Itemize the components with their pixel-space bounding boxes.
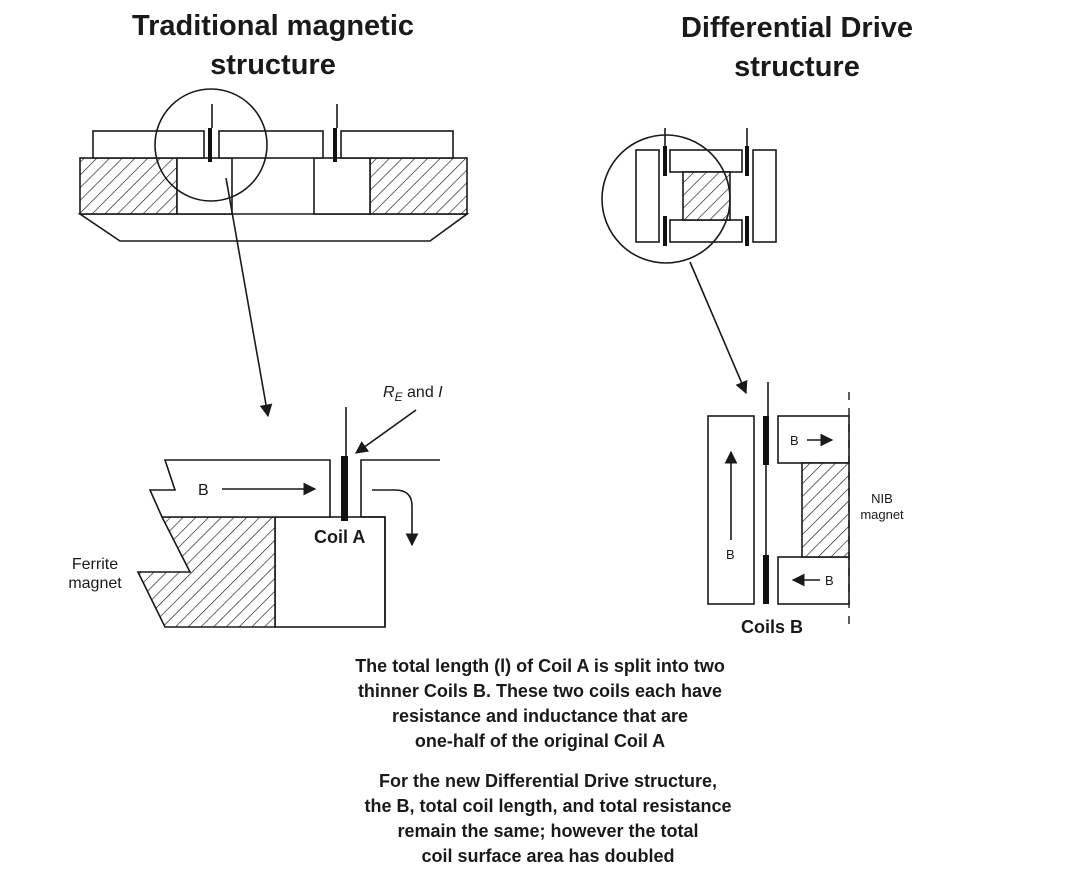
caption-2-line-2: the B, total coil length, and total resi…: [364, 796, 731, 816]
b-label-top: B: [790, 433, 799, 448]
outer-left-plate: [635, 149, 660, 243]
caption-1-line-3: resistance and inductance that are: [392, 706, 688, 726]
coil-b-bottom: [763, 555, 769, 604]
caption-1-line-2: thinner Coils B. These two coils each ha…: [358, 681, 722, 701]
caption-2-line-3: remain the same; however the total: [397, 821, 698, 841]
left-title-line-1: Traditional magnetic: [132, 10, 414, 42]
caption-1: The total length (l) of Coil A is split …: [355, 656, 725, 751]
nib-magnet: [801, 462, 850, 558]
differential-structure-overview: [601, 128, 777, 395]
coil-small-tr: [745, 146, 749, 176]
magnify-circle-left: [154, 88, 268, 202]
coil-a-bar: [341, 456, 348, 521]
ferrite-label-line-2: magnet: [68, 575, 122, 592]
coil-a-detail: B RE and I Coil A Ferrite magnet: [68, 384, 443, 628]
ferrite-magnet-hatched: [136, 516, 276, 628]
b-label-left: B: [198, 482, 209, 499]
traditional-structure-overview: [77, 88, 470, 418]
caption-2: For the new Differential Drive structure…: [364, 771, 731, 866]
caption-1-line-4: one-half of the original Coil A: [415, 731, 665, 751]
nib-label-line-1: NIB: [871, 491, 893, 506]
coil-small-br: [745, 216, 749, 246]
pole-piece-block: [274, 516, 386, 628]
coils-b-label: Coils B: [741, 617, 803, 637]
left-ferrite-magnet: [79, 157, 178, 215]
ferrite-label-line-1: Ferrite: [72, 556, 118, 573]
caption-2-line-1: For the new Differential Drive structure…: [379, 771, 717, 791]
b-label-bottom: B: [825, 573, 834, 588]
coil-small-bl: [663, 216, 667, 246]
nib-label-line-2: magnet: [860, 507, 904, 522]
zoom-arrow-left: [225, 177, 273, 418]
back-plate: [77, 213, 470, 242]
left-title-line-2: structure: [210, 49, 336, 81]
caption-1-line-1: The total length (l) of Coil A is split …: [355, 656, 725, 676]
caption-2-line-4: coil surface area has doubled: [421, 846, 674, 866]
inner-top-plate: [669, 149, 743, 173]
right-pole-contour: [360, 459, 440, 517]
coil-small-tl: [663, 146, 667, 176]
right-top-plate-outer: [340, 130, 454, 159]
right-title-line-2: structure: [734, 51, 860, 83]
left-pole-block: [176, 157, 233, 215]
outer-right-plate: [752, 149, 777, 243]
right-ferrite-magnet: [369, 157, 468, 215]
left-coil-small: [208, 128, 212, 162]
nib-magnet-small: [682, 171, 731, 221]
left-top-plate-outer: [92, 130, 205, 159]
return-flux-arrow: [372, 489, 419, 547]
right-pole-block: [313, 157, 371, 215]
b-label-mid: B: [726, 547, 735, 562]
magnify-circle-right: [601, 134, 731, 264]
coil-a-label: Coil A: [314, 527, 365, 547]
coil-b-top: [763, 416, 769, 465]
re-pointer-arrow: [354, 409, 417, 454]
coils-b-detail: B B B NIB magnet Coils B: [707, 382, 904, 637]
right-title-line-1: Differential Drive: [681, 12, 913, 44]
re-and-i-label: RE and I: [383, 384, 443, 404]
right-coil-small: [333, 128, 337, 162]
inner-bottom-plate: [669, 219, 743, 243]
center-top-plate: [218, 130, 324, 159]
zoom-arrow-right: [689, 261, 748, 395]
